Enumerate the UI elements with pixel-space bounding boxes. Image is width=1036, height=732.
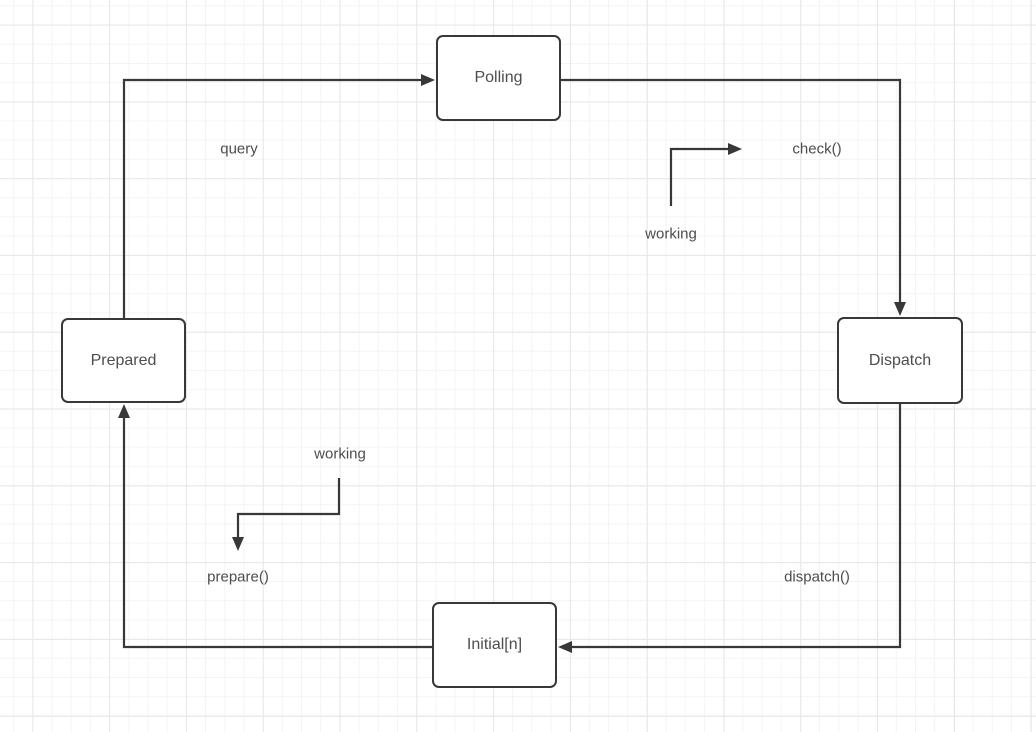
node-dispatch-label: Dispatch xyxy=(868,351,932,369)
arrowhead-into-polling xyxy=(421,74,435,86)
edge-label-query: query xyxy=(220,140,258,158)
arrowhead-working-to-prepare xyxy=(232,537,244,551)
arrowhead-working-to-check xyxy=(728,143,742,155)
arrowhead-into-dispatch xyxy=(894,302,906,316)
edge-label-dispatch: dispatch() xyxy=(784,568,850,586)
node-dispatch[interactable]: Dispatch xyxy=(837,317,963,404)
edge-prepared-to-polling-line xyxy=(122,78,422,318)
edge-polling-to-dispatch-line xyxy=(561,78,902,303)
node-initial-label: Initial[n] xyxy=(466,636,523,653)
arrow-working-to-prepare-line xyxy=(236,478,341,538)
edge-initial-to-prepared-line xyxy=(122,417,432,649)
edge-initial-to-prepared[interactable] xyxy=(118,404,432,649)
arrow-working-to-check-line xyxy=(669,147,729,206)
node-prepared-label: Prepared xyxy=(90,351,157,369)
edge-polling-to-dispatch[interactable] xyxy=(561,78,906,316)
edge-label-working-top: working xyxy=(645,225,697,243)
arrowhead-into-initial xyxy=(558,641,572,653)
node-prepared[interactable]: Prepared xyxy=(61,318,186,403)
edge-dispatch-to-initial-line xyxy=(571,404,902,649)
edge-label-check: check() xyxy=(792,140,842,158)
edge-dispatch-to-initial[interactable] xyxy=(558,404,902,653)
arrowhead-into-prepared xyxy=(118,404,130,418)
node-initial[interactable]: Initial[n] xyxy=(432,602,557,688)
node-polling-label: Polling xyxy=(474,69,523,86)
edge-label-working-bottom: working xyxy=(314,445,366,463)
arrow-working-to-check[interactable] xyxy=(669,143,742,206)
node-polling[interactable]: Polling xyxy=(436,35,561,121)
edge-prepared-to-polling[interactable] xyxy=(122,74,435,318)
edge-label-prepare: prepare() xyxy=(207,568,269,586)
arrow-working-to-prepare[interactable] xyxy=(232,478,341,551)
